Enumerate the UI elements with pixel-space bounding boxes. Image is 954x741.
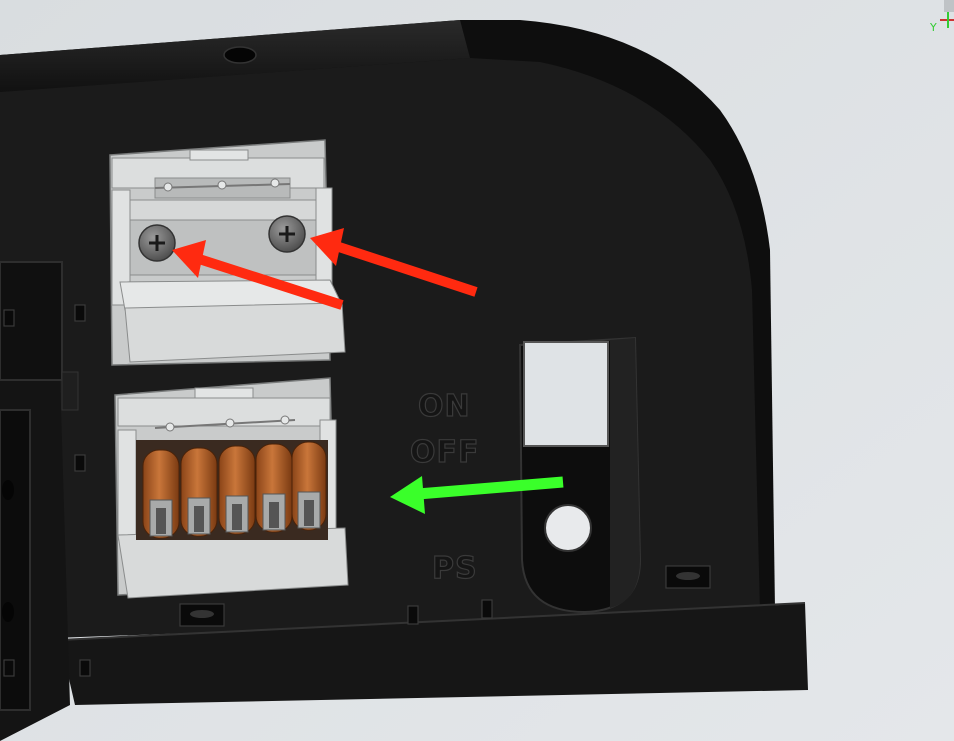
- ps-label: PS: [432, 551, 478, 586]
- axis-triad: Y: [929, 0, 954, 34]
- switch-mount-hole: [544, 504, 592, 552]
- arrow-red-left-screw: [172, 240, 344, 310]
- panel-bottom-flange: [60, 603, 808, 705]
- top-mount-hole: [223, 46, 257, 64]
- screw-left: [138, 224, 176, 262]
- upper-connector: [109, 139, 346, 366]
- switch-window: [523, 341, 609, 447]
- marker-slot-left: [190, 610, 214, 618]
- axis-y-label: Y: [929, 21, 937, 34]
- screw-right: [268, 215, 306, 253]
- arrow-green-terminal-block: [390, 476, 564, 514]
- terminal-levers: [142, 441, 327, 539]
- marker-slot-right: [676, 572, 700, 580]
- off-label: OFF: [410, 435, 480, 470]
- left-tab: [61, 371, 79, 411]
- switch-housing: [518, 336, 642, 614]
- panel-bottom-flange-edge: [59, 602, 806, 641]
- left-hole-1: [2, 480, 14, 500]
- on-label: ON: [418, 389, 471, 424]
- left-hole-2: [2, 602, 14, 622]
- arrow-red-right-screw: [310, 228, 478, 297]
